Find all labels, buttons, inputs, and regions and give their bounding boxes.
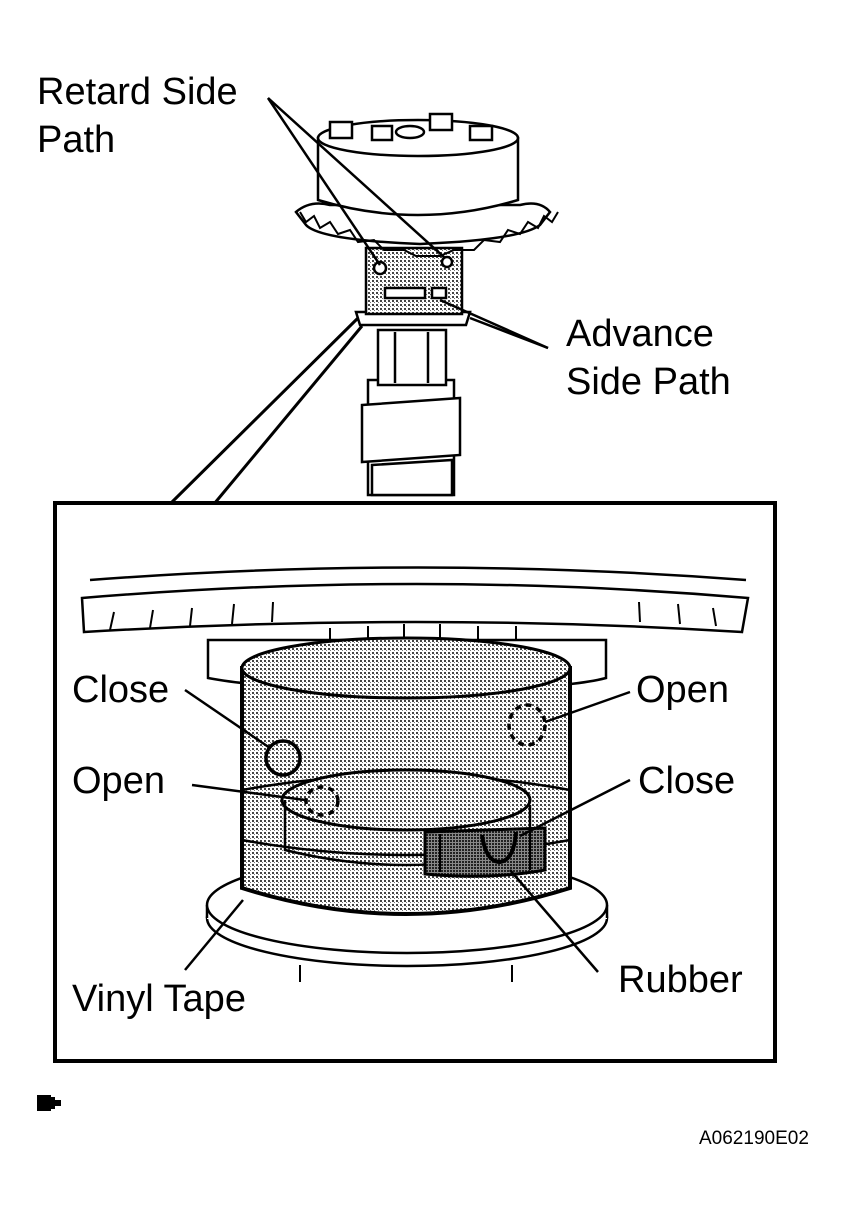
closed-hole-left xyxy=(264,739,302,777)
label-close-left: Close xyxy=(72,669,170,711)
label-retard-side-path-2: Path xyxy=(37,119,116,161)
label-advance-side-path-2: Side Path xyxy=(566,361,731,403)
open-hole-left xyxy=(304,785,340,817)
label-vinyl-tape: Vinyl Tape xyxy=(72,978,246,1020)
open-hole-right xyxy=(507,703,547,747)
label-open-left: Open xyxy=(72,760,165,802)
label-rubber: Rubber xyxy=(618,959,743,1001)
figure-code: A062190E02 xyxy=(699,1128,809,1149)
zoom-leader-lines xyxy=(168,316,364,506)
camshaft-assembly xyxy=(294,112,559,497)
label-retard-side-path-1: Retard Side xyxy=(37,71,238,113)
label-close-right: Close xyxy=(638,760,736,802)
corner-mark-icon xyxy=(37,1095,61,1111)
label-open-right: Open xyxy=(636,669,729,711)
detail-illustration xyxy=(80,566,750,982)
detail-leader-lines xyxy=(184,688,631,973)
top-leader-lines xyxy=(266,97,549,350)
label-advance-side-path-1: Advance xyxy=(566,313,714,355)
